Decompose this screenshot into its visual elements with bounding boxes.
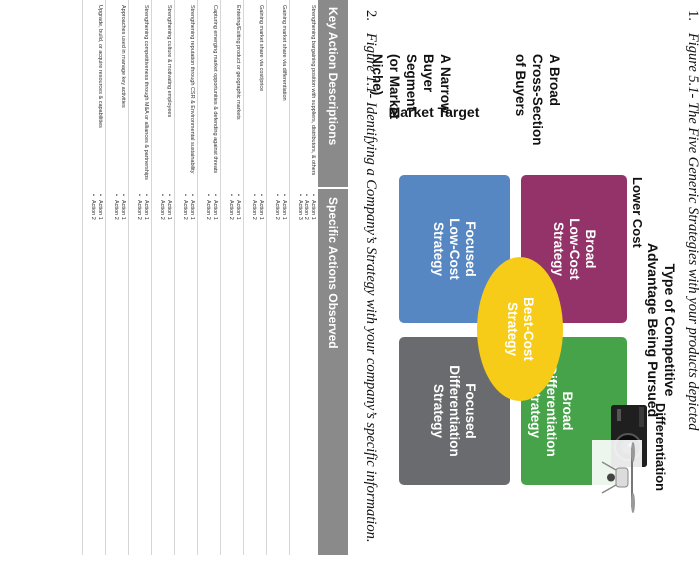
- key-action-description: Upgrade, build, or acquire resources & c…: [82, 0, 106, 188]
- table-row: Strengthening reputation through CSR & E…: [174, 0, 198, 555]
- table-row: Approaches used in manage key activities…: [105, 0, 129, 555]
- camera-drone-image: [592, 440, 642, 515]
- strategy-actions-table: Key Action Descriptions Specific Actions…: [82, 0, 348, 555]
- action-item: Action 1: [310, 194, 316, 549]
- key-action-header: Key Action Descriptions: [318, 0, 348, 188]
- action-item: Action 2: [136, 194, 143, 549]
- table-row: Upgrade, build, or acquire resources & c…: [82, 0, 106, 555]
- narrow-segment-label: A Narrow Buyer Segment (or Market Niche): [370, 54, 453, 120]
- action-item: Action 2: [90, 194, 97, 549]
- best-cost-label: Best-Cost Strategy: [505, 297, 536, 361]
- action-item: Action 2: [274, 194, 281, 549]
- lower-cost-label: Lower Cost: [630, 177, 645, 248]
- action-item: Action 3: [297, 194, 303, 549]
- specific-actions-cell: Action 1Action 2: [82, 188, 106, 555]
- action-item: Action 2: [205, 194, 212, 549]
- specific-actions-cell: Action 1Action 2: [174, 188, 198, 555]
- competitive-advantage-title: Type of Competitive Advantage Being Purs…: [645, 242, 678, 418]
- action-item: Action 1: [281, 194, 287, 549]
- key-action-description: Strengthening culture & motivating emplo…: [151, 0, 175, 188]
- specific-actions-cell: Action 1Action 2: [128, 188, 152, 555]
- key-action-description: Gaining market share via cost/price: [243, 0, 267, 188]
- figure2-caption: 2. Figure 1.1- Identifying a Company’s St…: [362, 10, 379, 542]
- table-row: Gaining market share via differentiation…: [266, 0, 290, 555]
- action-item: Action 1: [166, 194, 172, 549]
- drone-icon: [592, 440, 642, 515]
- figure1-caption-text: Figure 5.1- The Five Generic Strategies …: [685, 32, 700, 431]
- key-action-description: Strengthening bargaining position with s…: [289, 0, 318, 188]
- action-item: Action 1: [120, 194, 126, 549]
- specific-actions-cell: Action 1Action 2: [266, 188, 290, 555]
- action-item: Action 2: [228, 194, 235, 549]
- table-row: Strengthening bargaining position with s…: [289, 0, 318, 555]
- figure1-number: 1.: [685, 10, 700, 21]
- figure2-number: 2.: [363, 10, 379, 21]
- action-item: Action 1: [189, 194, 195, 549]
- key-action-description: Strengthening reputation through CSR & E…: [174, 0, 198, 188]
- specific-actions-cell: Action 1Action 2Action 3: [289, 188, 318, 555]
- key-action-description: Entering/Exiting product or geographic m…: [220, 0, 244, 188]
- specific-actions-cell: Action 1Action 2: [220, 188, 244, 555]
- action-item: Action 2: [251, 194, 258, 549]
- figure1-caption: 1. Figure 5.1- The Five Generic Strategie…: [684, 10, 700, 430]
- key-action-description: Approaches used in manage key activities: [105, 0, 129, 188]
- broad-buyers-label: A Broad Cross-Section of Buyers: [513, 54, 562, 146]
- best-cost-oval: Best-Cost Strategy: [477, 257, 563, 401]
- table-row: Strengthening competitiveness through M&…: [128, 0, 152, 555]
- table-row: Entering/Exiting product or geographic m…: [220, 0, 244, 555]
- action-item: Action 1: [235, 194, 241, 549]
- key-action-description: Capturing emerging market opportunities …: [197, 0, 221, 188]
- specific-actions-cell: Action 1Action 2: [151, 188, 175, 555]
- focused-differentiation-label: Focused Differentiation Strategy: [431, 365, 479, 457]
- action-item: Action 2: [182, 194, 189, 549]
- action-item: Action 1: [258, 194, 264, 549]
- broad-low-cost-label: Broad Low-Cost Strategy: [551, 218, 598, 280]
- action-item: Action 1: [212, 194, 218, 549]
- key-action-description: Gaining market share via differentiation: [266, 0, 290, 188]
- action-item: Action 1: [143, 194, 149, 549]
- table-row: Strengthening culture & motivating emplo…: [151, 0, 175, 555]
- specific-actions-cell: Action 1Action 2: [105, 188, 129, 555]
- action-item: Action 2: [159, 194, 166, 549]
- table-row: Gaining market share via cost/priceActio…: [243, 0, 267, 555]
- action-item: Action 2: [303, 194, 310, 549]
- table-header-row: Key Action Descriptions Specific Actions…: [318, 0, 348, 555]
- action-item: Action 2: [113, 194, 120, 549]
- specific-actions-cell: Action 1Action 2: [243, 188, 267, 555]
- table-body: Strengthening bargaining position with s…: [82, 0, 318, 555]
- key-action-description: Strengthening competitiveness through M&…: [128, 0, 152, 188]
- differentiation-label: Differentiation: [653, 403, 668, 492]
- specific-actions-cell: Action 1Action 2: [197, 188, 221, 555]
- action-item: Action 1: [97, 194, 103, 549]
- table-row: Capturing emerging market opportunities …: [197, 0, 221, 555]
- focused-low-cost-label: Focused Low-Cost Strategy: [431, 218, 479, 280]
- figure2-caption-text: Figure 1.1- Identifying a Company’s Stra…: [363, 32, 379, 543]
- specific-actions-header: Specific Actions Observed: [318, 188, 348, 555]
